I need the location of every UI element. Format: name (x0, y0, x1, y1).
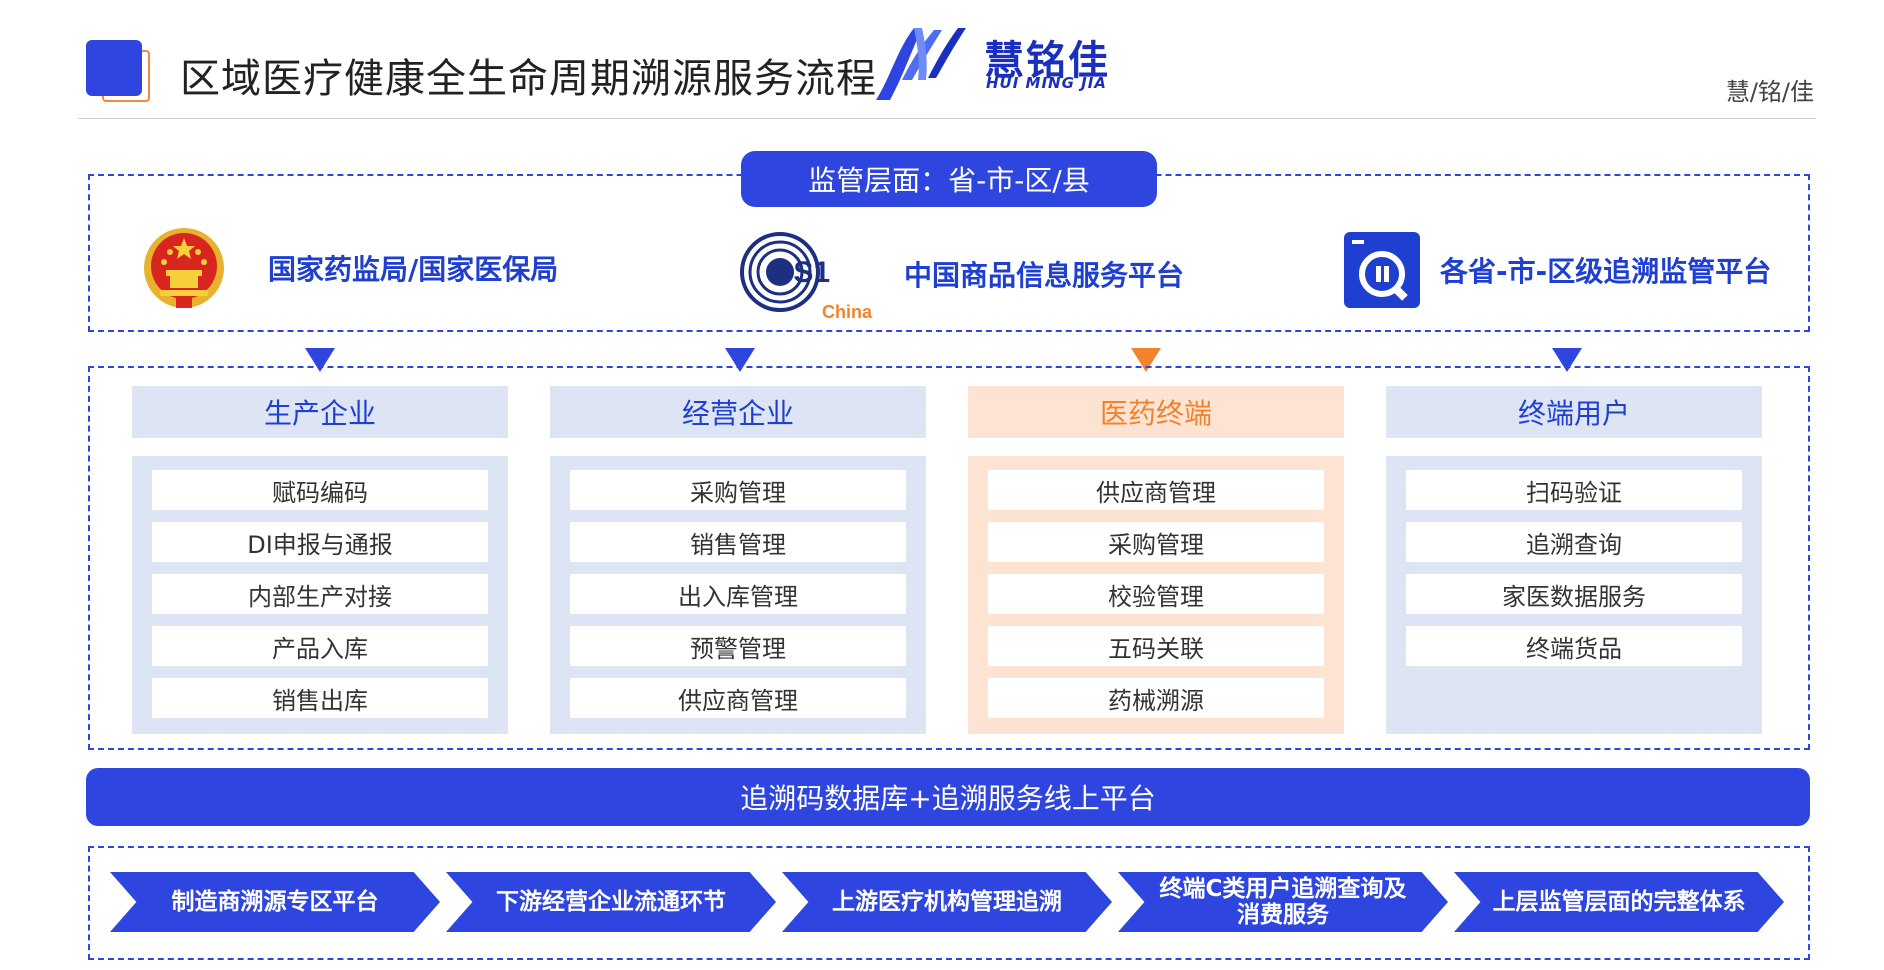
column-body-end-user: 扫码验证 追溯查询 家医数据服务 终端货品 (1386, 456, 1762, 734)
flow-step-5: 上层监管层面的完整体系 (1454, 872, 1784, 932)
header-right-text: 慧/铭/佳 (1725, 78, 1814, 106)
column-body-manufacturer: 赋码编码 DI申报与通报 内部生产对接 产品入库 销售出库 (132, 456, 508, 734)
column-header-end-user: 终端用户 (1386, 386, 1762, 438)
list-item: 销售出库 (152, 678, 488, 718)
regulator-gs1-label: 中国商品信息服务平台 (904, 259, 1185, 292)
column-header-medical-terminal: 医药终端 (968, 386, 1344, 438)
list-item: DI申报与通报 (152, 522, 488, 562)
regulator-national: 国家药监局/国家医保局 (140, 224, 558, 312)
qr-scan-platform-icon (1344, 232, 1420, 308)
arrow-down-icon (305, 348, 335, 372)
column-body-distributor: 采购管理 销售管理 出入库管理 预警管理 供应商管理 (550, 456, 926, 734)
enterprise-layer-box (88, 366, 1810, 750)
arrow-down-icon (725, 348, 755, 372)
regulation-layer-pill: 监管层面：省-市-区/县 (741, 151, 1157, 207)
list-item: 产品入库 (152, 626, 488, 666)
column-body-medical-terminal: 供应商管理 采购管理 校验管理 五码关联 药械溯源 (968, 456, 1344, 734)
list-item: 内部生产对接 (152, 574, 488, 614)
list-item: 采购管理 (570, 470, 906, 510)
list-item: 供应商管理 (988, 470, 1324, 510)
header-divider (78, 118, 1816, 119)
list-item: 出入库管理 (570, 574, 906, 614)
list-item: 药械溯源 (988, 678, 1324, 718)
logo-chinese-name: 慧铭佳 (984, 38, 1110, 84)
database-platform-bar: 追溯码数据库+追溯服务线上平台 (86, 768, 1810, 826)
flow-step-4: 终端C类用户追溯查询及消费服务 (1118, 872, 1448, 932)
list-item: 校验管理 (988, 574, 1324, 614)
regulator-provincial-label: 各省-市-区级追溯监管平台 (1440, 255, 1772, 288)
column-header-distributor: 经营企业 (550, 386, 926, 438)
list-item: 五码关联 (988, 626, 1324, 666)
column-header-manufacturer: 生产企业 (132, 386, 508, 438)
gs1-logo-sub: China (822, 302, 873, 322)
arrow-down-icon (1552, 348, 1582, 372)
list-item: 家医数据服务 (1406, 574, 1742, 614)
list-item: 采购管理 (988, 522, 1324, 562)
list-item: 预警管理 (570, 626, 906, 666)
list-item: 终端货品 (1406, 626, 1742, 666)
list-item: 供应商管理 (570, 678, 906, 718)
national-emblem-icon (144, 228, 224, 308)
regulator-gs1: GS1 China 中国商品信息服务平台 (734, 226, 1184, 322)
regulator-national-label: 国家药监局/国家医保局 (268, 253, 559, 286)
huimingjia-logo-icon (876, 28, 966, 100)
gs1-logo-text: GS1 (770, 256, 830, 289)
list-item: 销售管理 (570, 522, 906, 562)
flow-step-1: 制造商溯源专区平台 (110, 872, 440, 932)
list-item: 扫码验证 (1406, 470, 1742, 510)
list-item: 追溯查询 (1406, 522, 1742, 562)
title-accent-square (86, 40, 142, 96)
flow-layer-box (88, 846, 1810, 960)
page-title: 区域医疗健康全生命周期溯源服务流程 (180, 56, 877, 102)
regulator-provincial: 各省-市-区级追溯监管平台 (1344, 232, 1771, 308)
arrow-down-icon (1131, 348, 1161, 372)
header: 区域医疗健康全生命周期溯源服务流程 慧铭佳 HUI MING JIA 慧/铭/佳 (0, 0, 1884, 120)
flow-step-2: 下游经营企业流通环节 (446, 872, 776, 932)
logo-english-name: HUI MING JIA (986, 74, 1107, 92)
flow-step-3: 上游医疗机构管理追溯 (782, 872, 1112, 932)
list-item: 赋码编码 (152, 470, 488, 510)
gs1-china-logo-icon: GS1 China (740, 232, 873, 322)
